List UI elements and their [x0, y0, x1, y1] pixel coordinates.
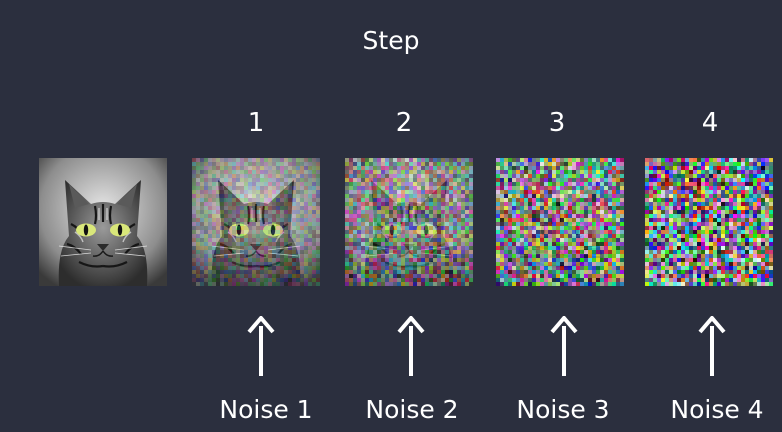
- noise-label-3: Noise 3: [516, 395, 610, 424]
- noisy-cat-image-2: [345, 158, 473, 286]
- step-number-1: 1: [247, 108, 265, 138]
- up-arrow-icon: [692, 316, 732, 378]
- step-number-2: 2: [395, 108, 413, 138]
- cat-photo-icon: [39, 158, 167, 286]
- noise-label-4: Noise 4: [670, 395, 764, 424]
- noise-label-2: Noise 2: [365, 395, 459, 424]
- cat-photo-icon: [345, 158, 473, 286]
- step-number-4: 4: [701, 108, 719, 138]
- cat-photo-icon: [496, 158, 624, 286]
- up-arrow-icon: [391, 316, 431, 378]
- cat-photo-icon: [645, 158, 773, 286]
- noisy-cat-image-4: [645, 158, 773, 286]
- up-arrow-icon: [544, 316, 584, 378]
- up-arrow-icon: [241, 316, 281, 378]
- noisy-cat-image-3: [496, 158, 624, 286]
- original-cat-image: [39, 158, 167, 286]
- cat-photo-icon: [192, 158, 320, 286]
- noise-label-1: Noise 1: [219, 395, 313, 424]
- noisy-cat-image-1: [192, 158, 320, 286]
- diagram-title: Step: [362, 26, 420, 55]
- step-number-3: 3: [548, 108, 566, 138]
